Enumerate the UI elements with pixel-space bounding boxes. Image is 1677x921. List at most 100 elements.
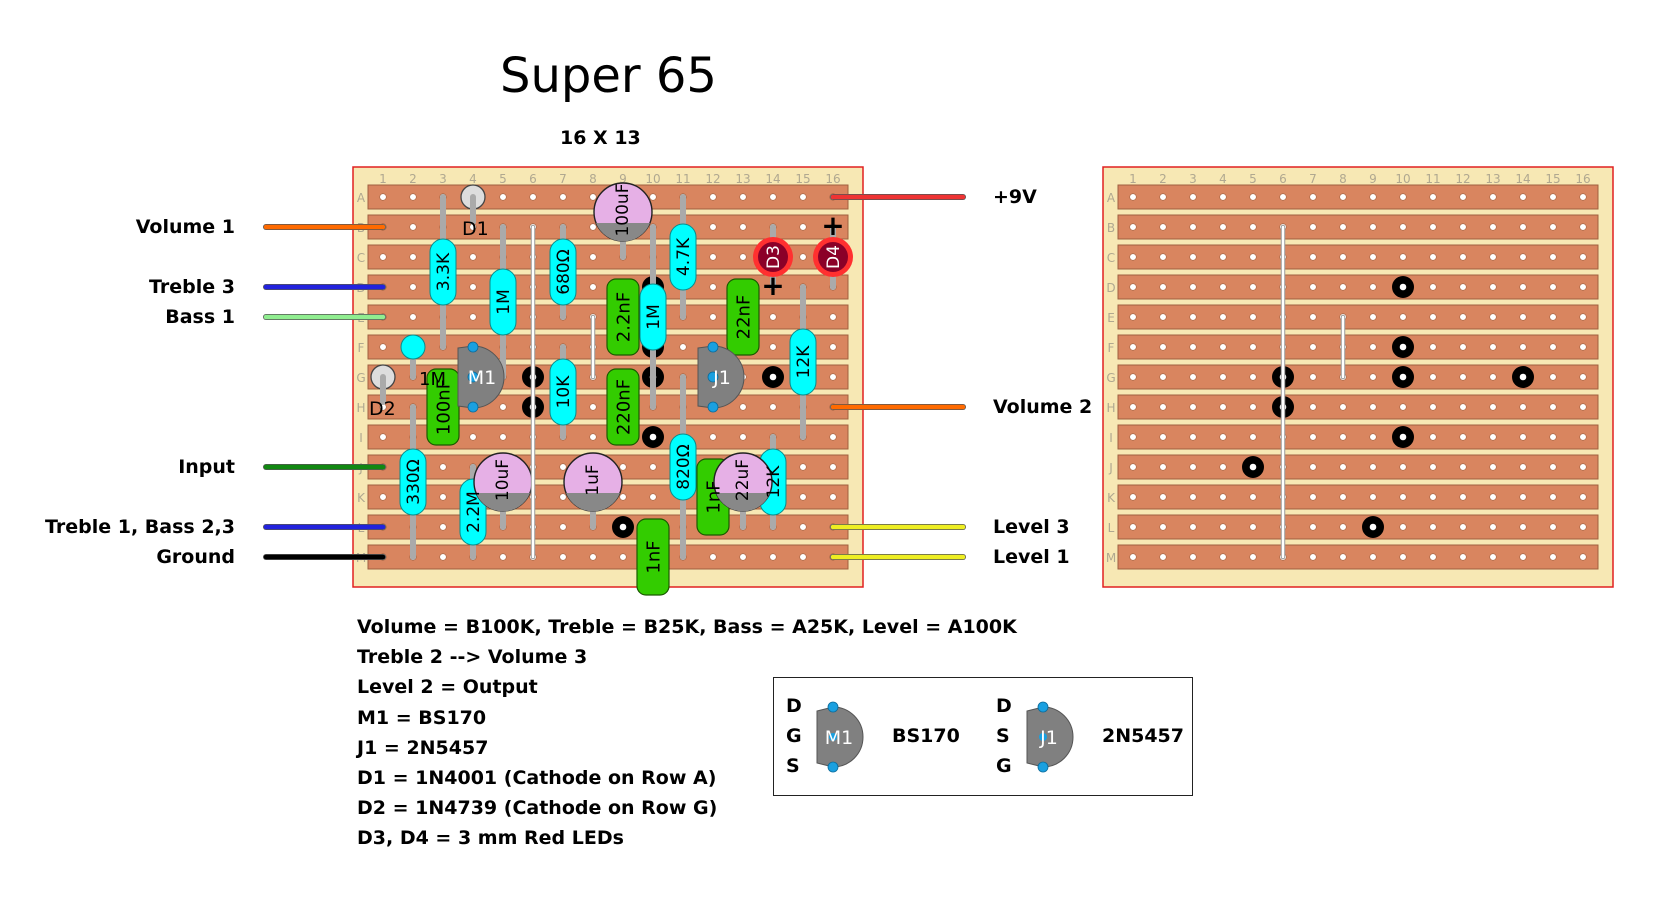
hole (709, 223, 717, 231)
hole (1549, 343, 1557, 351)
resistor-body (639, 283, 667, 351)
hole (1159, 433, 1167, 441)
electrolytic-capacitor-label: 10uF (493, 459, 513, 501)
note-line: Level 2 = Output (357, 676, 538, 699)
track-cut-hole (1249, 463, 1257, 471)
hole (1249, 523, 1257, 531)
hole (1219, 223, 1227, 231)
column-label: 15 (1545, 172, 1560, 186)
hole (1549, 283, 1557, 291)
column-label: 9 (619, 172, 627, 186)
hole (1459, 463, 1467, 471)
note-line: D3, D4 = 3 mm Red LEDs (357, 827, 624, 850)
resistor-label: 12K (794, 345, 814, 379)
hole (1429, 223, 1437, 231)
hole (1489, 433, 1497, 441)
hole (529, 193, 537, 201)
resistor-label: 1M (644, 304, 664, 329)
resistor-body (549, 358, 577, 426)
hole (1429, 193, 1437, 201)
transistor-pin (467, 401, 479, 413)
electrolytic-capacitor-label: 1uF (583, 464, 603, 495)
hole (469, 313, 477, 321)
hole (1219, 493, 1227, 501)
hole (709, 313, 717, 321)
pinout-transistor-body (1026, 706, 1074, 768)
wire-label: Level 1 (993, 546, 1070, 568)
resistor-body (399, 448, 427, 516)
hole (1129, 283, 1137, 291)
hole (1399, 523, 1407, 531)
hole (1579, 523, 1587, 531)
hole (1519, 223, 1527, 231)
hole (1249, 433, 1257, 441)
pinout-transistor-pin (1037, 761, 1049, 773)
column-label: 8 (1339, 172, 1347, 186)
hole (409, 193, 417, 201)
hole (1129, 553, 1137, 561)
column-label: 7 (559, 172, 567, 186)
hole (1159, 553, 1167, 561)
wire-label: Level 3 (993, 516, 1070, 538)
electrolytic-negative-stripe (476, 493, 530, 512)
row-label: F (1108, 341, 1115, 355)
hole (1489, 493, 1497, 501)
hole (1519, 193, 1527, 201)
wire-label: Volume 1 (135, 216, 235, 238)
hole (1489, 463, 1497, 471)
hole (1189, 463, 1197, 471)
hole (1369, 373, 1377, 381)
electrolytic-capacitor-label: 100uF (613, 183, 633, 236)
column-label: 14 (765, 172, 780, 186)
hole (1249, 343, 1257, 351)
row-label: C (357, 251, 365, 265)
hole (739, 403, 747, 411)
hole (799, 253, 807, 261)
hole (769, 343, 777, 351)
row-label: J (1108, 461, 1113, 475)
hole (1399, 313, 1407, 321)
hole (1129, 343, 1137, 351)
film-capacitor-body (606, 278, 640, 356)
hole (589, 433, 597, 441)
hole (1309, 403, 1317, 411)
hole (1309, 433, 1317, 441)
hole (409, 313, 417, 321)
hole (829, 373, 837, 381)
hole (1579, 553, 1587, 561)
hole (1429, 433, 1437, 441)
column-label: 4 (1219, 172, 1227, 186)
pinout-transistor-pin (827, 761, 839, 773)
hole (1519, 553, 1527, 561)
wire-label: Volume 2 (993, 396, 1093, 418)
hole (1429, 523, 1437, 531)
hole (1459, 193, 1467, 201)
hole (1459, 523, 1467, 531)
hole (1579, 283, 1587, 291)
hole (1369, 193, 1377, 201)
wire-label: Input (178, 456, 235, 478)
hole (1159, 193, 1167, 201)
page-title: Super 65 (500, 48, 717, 104)
electrolytic-capacitor-label: 22uF (733, 459, 753, 501)
hole (1489, 253, 1497, 261)
hole (1369, 463, 1377, 471)
track-cut-hole (1399, 343, 1407, 351)
hole (1579, 313, 1587, 321)
hole (1489, 343, 1497, 351)
notes: Volume = B100K, Treble = B25K, Bass = A2… (357, 612, 1017, 854)
hole (1579, 493, 1587, 501)
m1-part-number: BS170 (892, 725, 960, 747)
transistor-pin (707, 401, 719, 413)
hole (1489, 283, 1497, 291)
hole (1429, 373, 1437, 381)
hole (1159, 493, 1167, 501)
note-line: D1 = 1N4001 (Cathode on Row A) (357, 767, 717, 790)
hole (1519, 523, 1527, 531)
pinout-transistor-pin (827, 701, 839, 713)
hole (1519, 403, 1527, 411)
hole (1429, 343, 1437, 351)
hole (1189, 253, 1197, 261)
hole (379, 433, 387, 441)
